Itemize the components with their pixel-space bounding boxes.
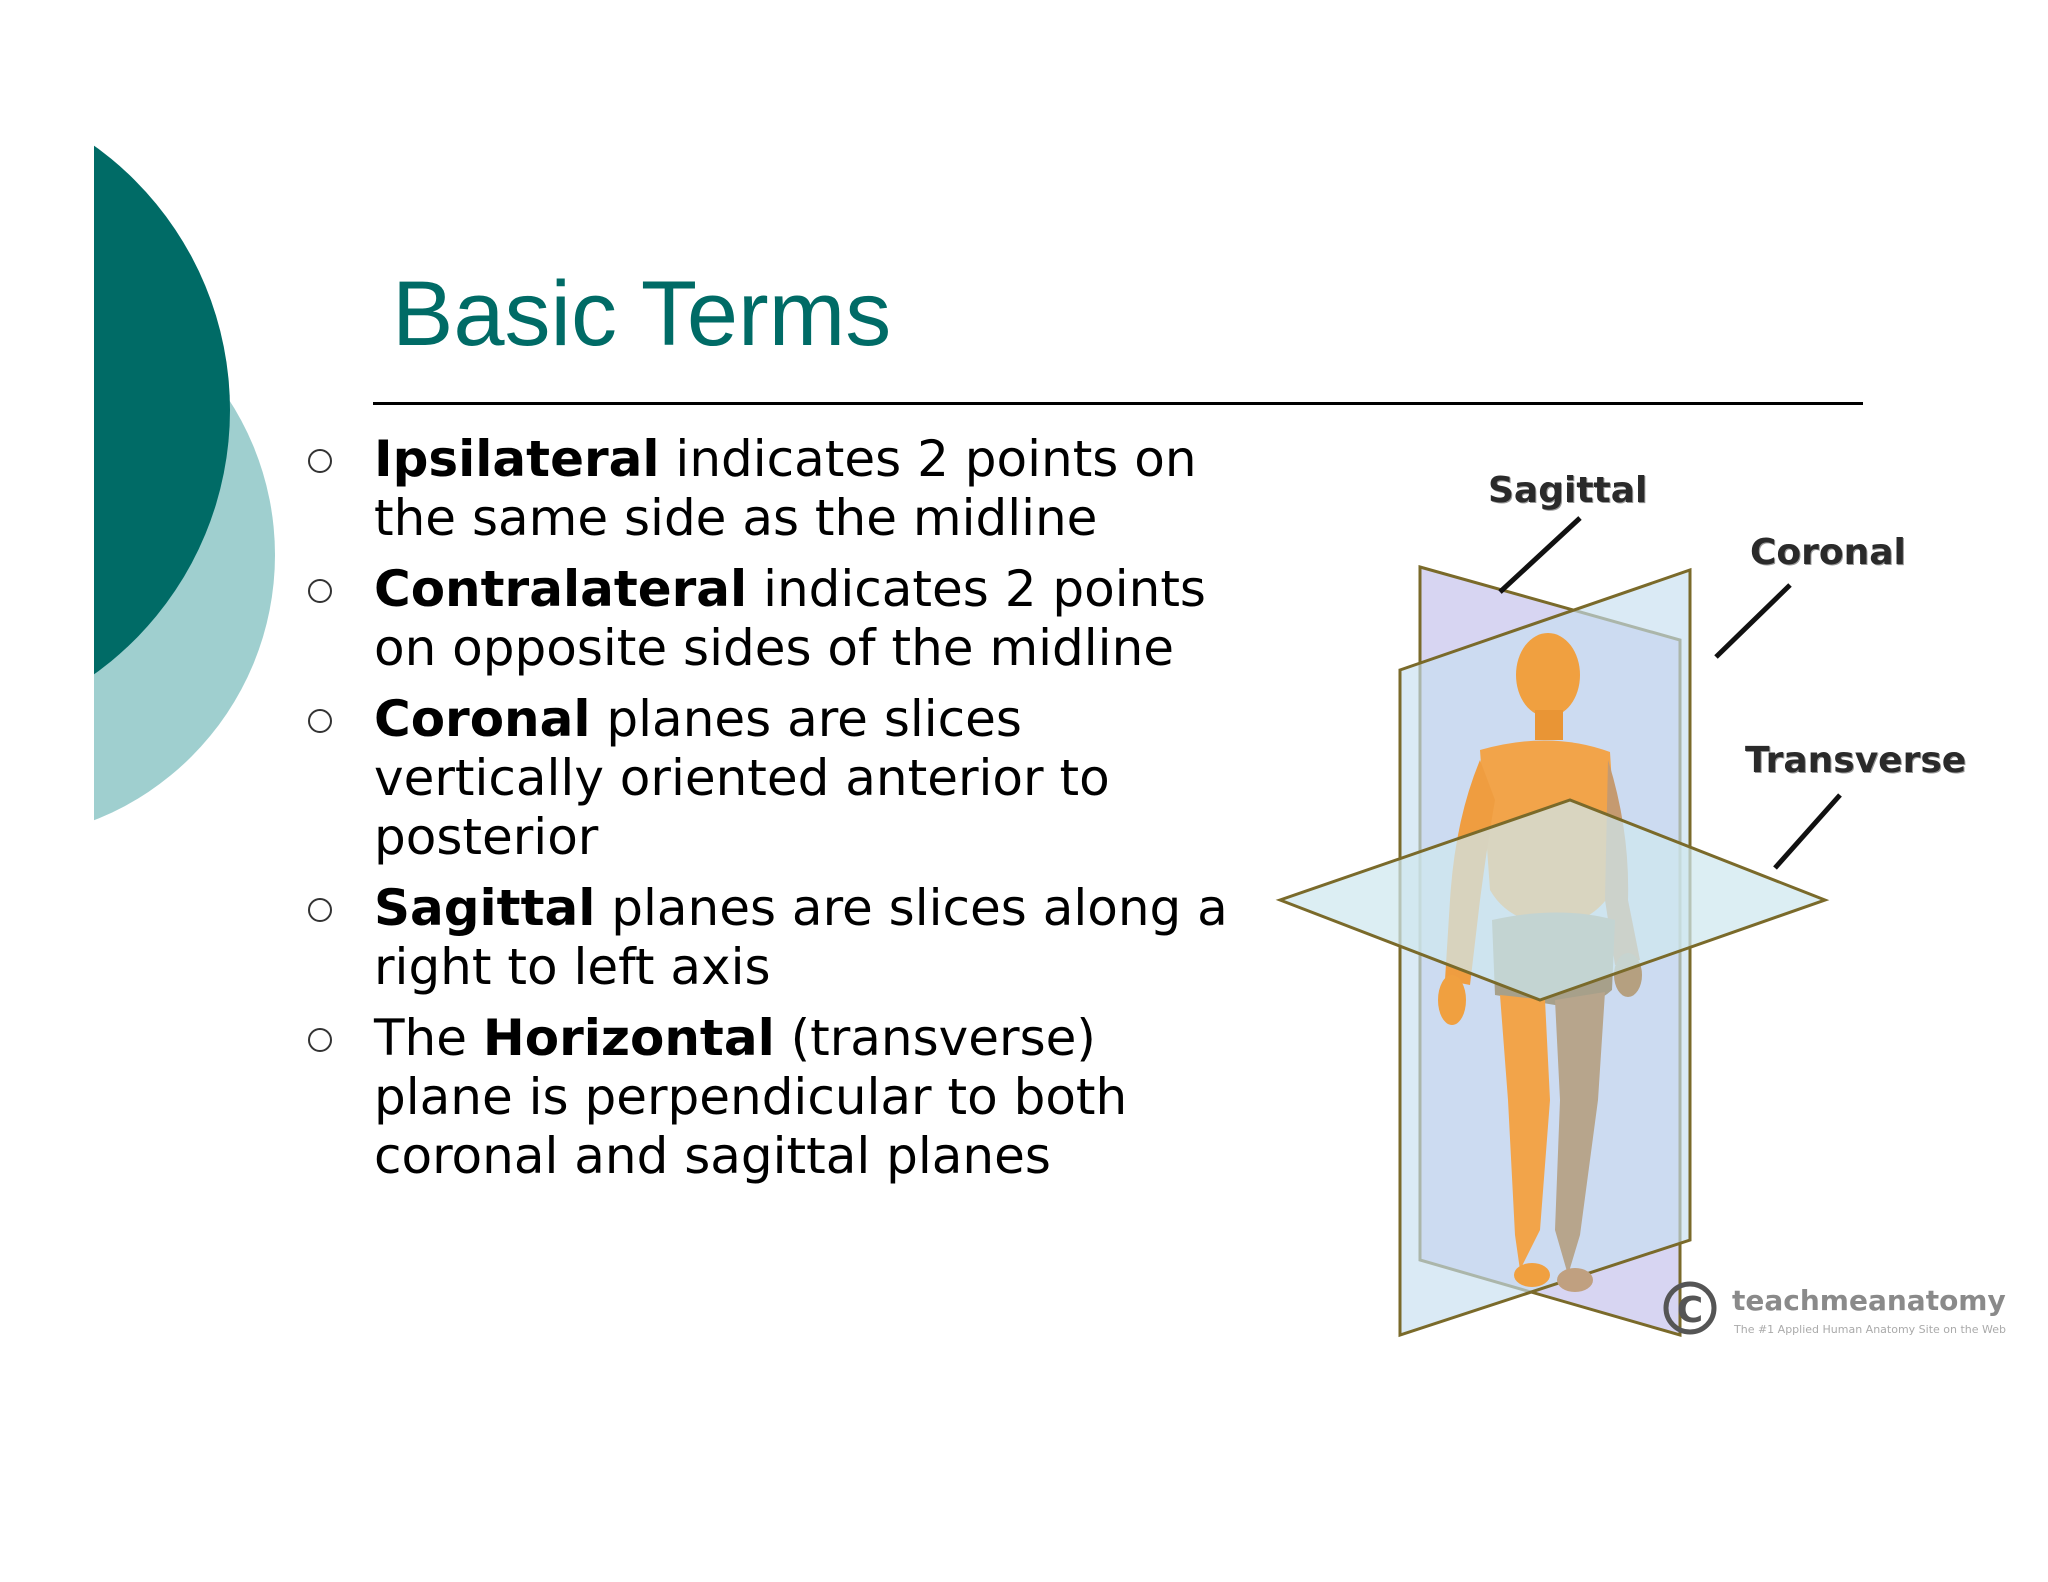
coronal-pointer	[1714, 583, 1792, 659]
label-transverse: Transverse	[1745, 740, 1967, 781]
anatomical-planes-figure: C Sagittal Coronal Transverse teachmeana…	[1260, 430, 2007, 1350]
bullet-circle-icon	[308, 579, 332, 603]
bullet-circle-icon	[308, 449, 332, 473]
sagittal-pointer	[1498, 516, 1582, 594]
bullet-item: Coronal planes are slices vertically ori…	[300, 690, 1240, 867]
label-sagittal: Sagittal	[1488, 470, 1648, 511]
planes-illustration: C	[1275, 516, 1842, 1338]
bullet-item: The Horizontal (transverse) plane is per…	[300, 1009, 1240, 1186]
watermark-tagline: The #1 Applied Human Anatomy Site on the…	[1734, 1323, 2007, 1336]
bullet-circle-icon	[308, 1028, 332, 1052]
svg-text:C: C	[1677, 1290, 1703, 1331]
transverse-pointer	[1773, 793, 1842, 870]
bullet-circle-icon	[308, 898, 332, 922]
watermark-brand: teachmeanatomy	[1732, 1284, 2006, 1317]
slide-title: Basic Terms	[392, 263, 892, 365]
copyright-icon: C	[1663, 1281, 1717, 1335]
decorative-circles	[0, 0, 275, 840]
label-coronal: Coronal	[1750, 532, 1906, 573]
bullet-circle-icon	[308, 709, 332, 733]
bullet-list: Ipsilateral indicates 2 points on the sa…	[300, 430, 1240, 1198]
bullet-item: Contralateral indicates 2 points on oppo…	[300, 560, 1240, 678]
transverse-plane	[1275, 798, 1830, 1002]
bullet-item: Sagittal planes are slices along a right…	[300, 879, 1240, 997]
title-divider	[373, 402, 1863, 405]
bullet-item: Ipsilateral indicates 2 points on the sa…	[300, 430, 1240, 548]
